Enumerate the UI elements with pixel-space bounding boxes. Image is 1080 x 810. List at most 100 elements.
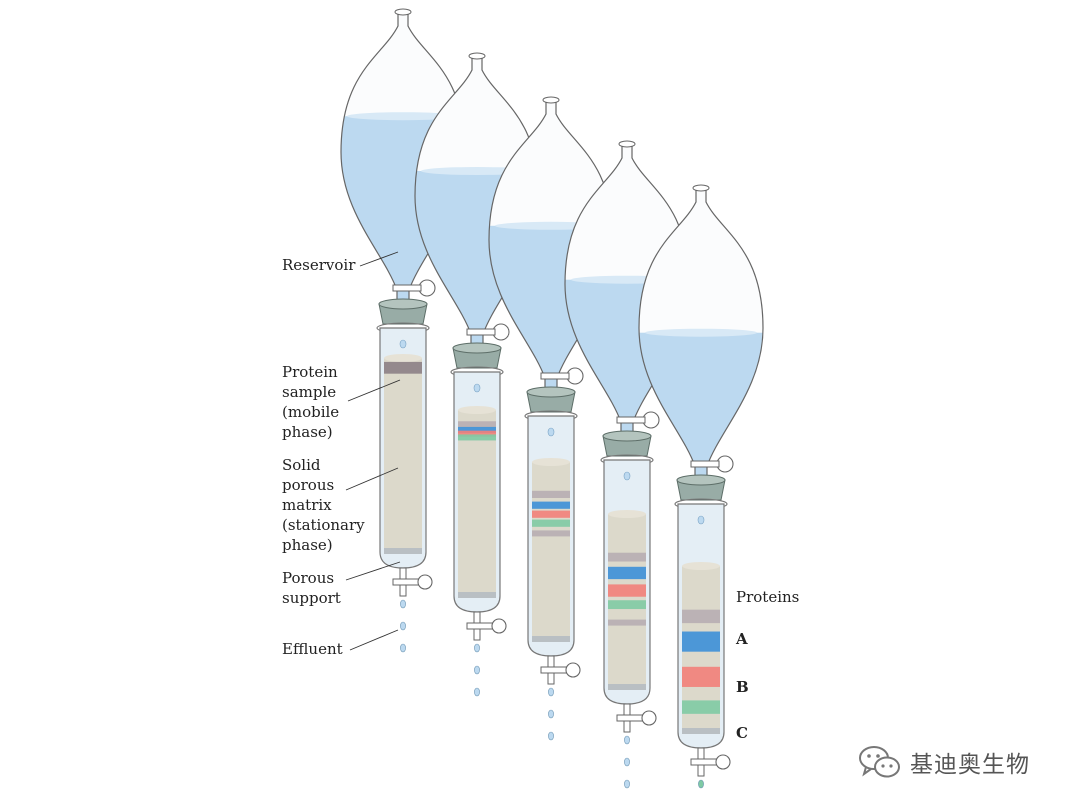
label-group-left: Reservoir Protein sample (mobile phase) … [282,251,401,658]
liquid-surface-5 [645,328,757,337]
leader-reservoir [359,251,399,267]
band-4-1 [608,552,646,562]
reservoir-lip-5 [692,184,710,192]
matrix-top-4 [608,510,646,518]
column-5 [638,184,764,789]
reservoir-lip-1 [394,8,412,16]
porous-support-2 [458,592,496,598]
watermark-text: 基迪奥生物 [910,752,1030,778]
matrix-top-1 [384,354,422,362]
reservoir-lip-2 [468,52,486,60]
band-2-1 [458,421,496,428]
band-2-4 [458,434,496,441]
reservoir-lip-4 [618,140,636,148]
band-2-3 [458,430,496,437]
porous-support-3 [532,636,570,642]
stopcock-stem-bottom-2 [466,622,496,630]
label-porous-support-1: Porous [282,569,334,587]
effluent-drop-1-2 [400,621,406,631]
label-group-right: Proteins A B C [735,588,799,742]
wechat-icon [859,746,900,778]
matrix-top-3 [532,458,570,466]
label-proteins: Proteins [736,588,799,606]
stopcock-stem-bottom-1 [392,578,422,586]
label-band-b: B [736,678,749,696]
label-reservoir: Reservoir [282,256,356,274]
label-band-a: A [735,630,748,648]
leader-porous-support [345,561,401,581]
effluent-drop-2-3 [474,687,480,697]
band-5-4 [682,700,720,714]
stopcock-bottom-5 [715,754,731,770]
band-3-5 [532,530,570,537]
drop-top-3 [547,427,555,437]
stopcock-stem-bottom-4 [616,714,646,722]
band-4-3 [608,584,646,597]
band-3-2 [532,501,570,509]
label-matrix-5: phase) [282,536,333,554]
reservoir-liquid-5 [639,332,763,476]
effluent-drop-3-1 [548,687,554,697]
label-effluent: Effluent [282,640,343,658]
stopper-top-5 [676,474,726,486]
band-4-4 [608,600,646,610]
effluent-drop-1-3 [400,643,406,653]
stopper-top-3 [526,386,576,398]
label-porous-support-2: support [282,589,341,607]
band-3-1 [532,490,570,498]
label-protein-sample-1: Protein [282,363,338,381]
stopcock-stem-top-3 [540,372,570,380]
effluent-drop-2-2 [474,665,480,675]
leader-matrix [345,467,399,491]
stopcock-stem-top-1 [392,284,422,292]
stopcock-stem-top-5 [690,460,720,468]
label-matrix-2: porous [282,476,334,494]
label-matrix-4: (stationary [282,516,365,534]
label-protein-sample-4: phase) [282,423,333,441]
porous-support-4 [608,684,646,690]
band-5-3 [682,666,720,687]
effluent-drop-1-1 [400,599,406,609]
matrix-1 [384,358,422,554]
drop-top-1 [399,339,407,349]
stopcock-stem-top-2 [466,328,496,336]
band-4-5 [608,619,646,626]
drop-top-4 [623,471,631,481]
label-band-c: C [736,724,748,742]
stopcock-bottom-1 [417,574,433,590]
matrix-top-2 [458,406,496,414]
watermark: 基迪奥生物 [858,744,1030,780]
band-2-2 [458,426,496,433]
stopcock-bottom-3 [565,662,581,678]
stopcock-stem-bottom-5 [690,758,720,766]
leader-protein-sample [347,379,401,402]
matrix-3 [532,462,570,642]
stopcock-stem-bottom-3 [540,666,570,674]
band-5-1 [682,609,720,624]
columns-group [340,8,764,789]
effluent-drop-3-3 [548,731,554,741]
effluent-drop-5-1 [698,779,704,789]
matrix-2 [458,410,496,598]
stopcock-bottom-4 [641,710,657,726]
effluent-drop-3-2 [548,709,554,719]
band-3-4 [532,519,570,527]
effluent-drop-4-2 [624,757,630,767]
liquid-surface-1 [347,112,459,121]
matrix-top-5 [682,562,720,570]
label-protein-sample-3: (mobile [282,403,339,421]
drop-top-5 [697,515,705,525]
band-1-1 [384,361,422,374]
band-4-2 [608,566,646,580]
stopper-top-4 [602,430,652,442]
stopper-top-1 [378,298,428,310]
band-3-3 [532,510,570,518]
porous-support-5 [682,728,720,734]
reservoir-lip-3 [542,96,560,104]
effluent-drop-2-1 [474,643,480,653]
label-matrix-1: Solid [282,456,321,474]
leader-effluent [349,629,399,651]
label-protein-sample-2: sample [282,383,336,401]
drop-top-2 [473,383,481,393]
